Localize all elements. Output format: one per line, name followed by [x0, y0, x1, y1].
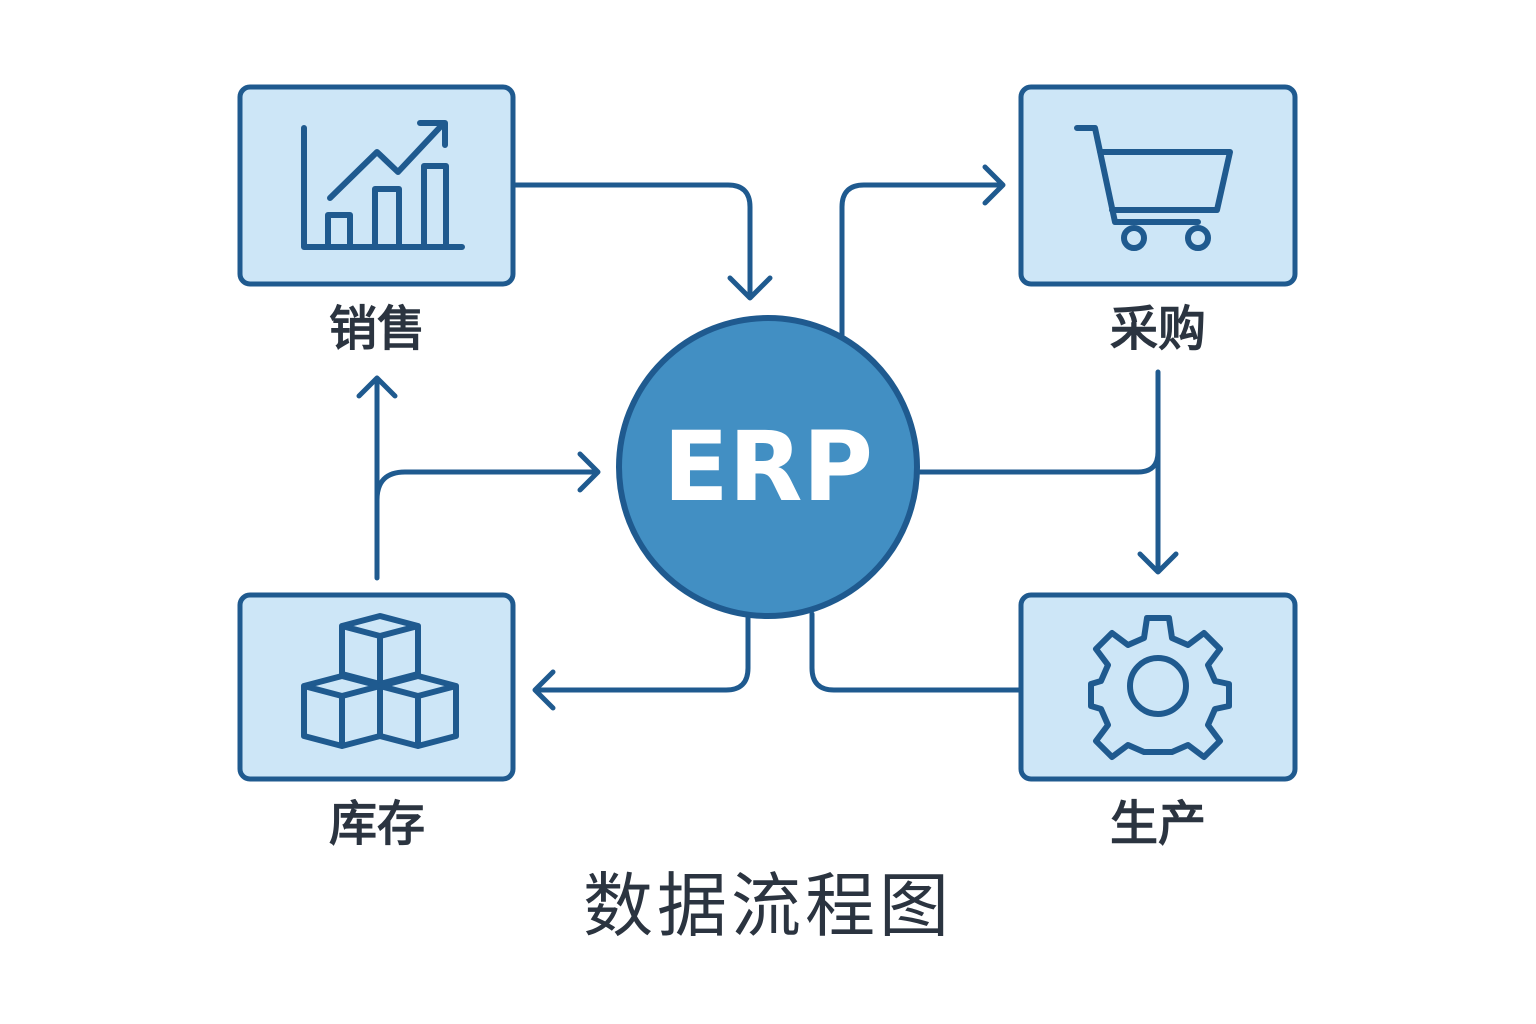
diagram-title: 数据流程图: [583, 865, 953, 947]
shopping-cart-icon: [1074, 125, 1233, 251]
purchase-box: [1018, 84, 1298, 287]
arrow-erp-to-purchase: [839, 164, 1006, 338]
gear-icon: [1088, 615, 1232, 760]
purchase-label: 采购: [1110, 301, 1206, 357]
module-purchase: 采购: [1018, 84, 1298, 357]
erp-circle: [616, 315, 920, 619]
erp-node: ERP: [616, 315, 920, 619]
production-box: [1018, 592, 1298, 782]
sales-label: 销售: [329, 301, 425, 357]
arrow-purchase-to-production: [1137, 369, 1179, 575]
module-inventory: 库存: [237, 592, 516, 852]
erp-label: ERP: [663, 411, 873, 523]
sales-box: [237, 84, 516, 287]
arrow-inventory-to-erp: [374, 451, 601, 503]
bar-chart-trend-icon: [301, 120, 465, 250]
stacked-boxes-icon: [301, 613, 459, 749]
production-label: 生产: [1110, 796, 1206, 852]
module-sales: 销售: [237, 84, 516, 357]
connectors: [356, 164, 1179, 711]
line-production-to-erp: [809, 611, 1024, 693]
module-production: 生产: [1018, 592, 1298, 852]
arrow-inventory-to-sales: [356, 375, 398, 581]
inventory-label: 库存: [329, 796, 425, 852]
line-erp-to-purchase-branch: [915, 449, 1161, 475]
arrow-sales-to-erp: [510, 182, 773, 301]
arrow-erp-to-inventory: [532, 614, 751, 711]
